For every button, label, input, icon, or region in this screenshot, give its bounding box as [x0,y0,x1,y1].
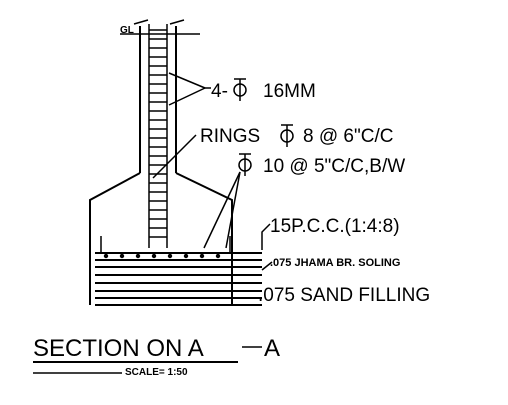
bottom-bar-dot [151,253,157,259]
soling-label: .075 JHAMA BR. SOLING [270,257,400,269]
bottom-bar-dot [167,253,173,259]
pcc-label: 15P.C.C.(1:4:8) [270,216,400,237]
leader-main-bar-1 [168,72,206,89]
section-title-suffix: A [264,335,280,362]
section-title: SECTION ON A A SCALE= 1:50 [33,335,280,378]
leader-main-bar-2 [168,87,206,106]
section-title-prefix: SECTION ON A [33,335,204,362]
leader-rings [152,134,197,179]
bottom-bar-dot [183,253,189,259]
leader-mesh-2 [225,171,241,249]
main-bars-label: 4- [211,81,228,102]
footing-left-slope [89,172,141,305]
leader-mesh-1 [203,171,241,249]
ground-level-marker: GL [120,25,200,36]
bottom-bar-dot [103,253,109,259]
column-break-left [133,19,149,25]
phi-symbol-mesh [238,153,252,176]
phi-symbol-rings [280,124,294,147]
rings-spec: 8 @ 6"C/C [303,126,393,147]
base-layers [95,259,262,306]
bottom-bar-dot [119,253,125,259]
leader-soling [261,261,273,271]
rings-label: RINGS [200,126,260,147]
phi-symbol-main [233,78,247,101]
mesh-spec: 10 @ 5"C/C,B/W [263,156,405,177]
column-break-right [169,19,185,25]
annotations: 4- 16MM RINGS 8 @ 6"C/C 10 @ 5"C/C,B/W 1… [200,78,430,306]
main-bars-size: 16MM [263,81,316,102]
scale-label: SCALE= 1:50 [125,367,188,378]
leader-pcc [261,223,271,250]
bottom-bar-dots [103,253,221,259]
sand-label: .075 SAND FILLING [258,285,430,306]
ground-level-label: GL [120,25,134,36]
bottom-bar-dot [199,253,205,259]
column [133,19,185,248]
leader-lines [152,72,273,271]
bottom-bar-dot [135,253,141,259]
bottom-bar-dot [215,253,221,259]
footing-right-slope [175,172,233,305]
footing [89,172,262,305]
column-rings [149,29,167,238]
